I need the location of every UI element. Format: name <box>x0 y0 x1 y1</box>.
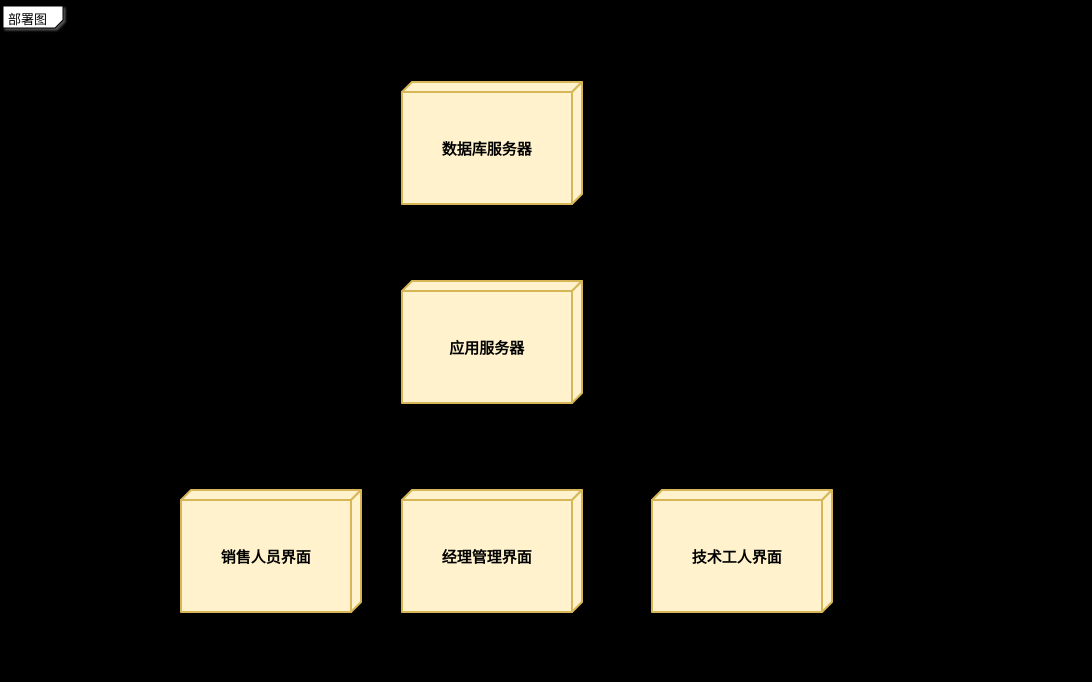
node-app-server[interactable]: 应用服务器 <box>401 280 583 404</box>
node-3d-box-icon <box>401 280 583 404</box>
node-3d-box-icon <box>401 489 583 613</box>
node-database-server[interactable]: 数据库服务器 <box>401 81 583 205</box>
node-sales-ui[interactable]: 销售人员界面 <box>180 489 362 613</box>
diagram-title-label[interactable]: 部署图 <box>2 5 66 31</box>
diagram-title-text: 部署图 <box>8 13 48 28</box>
node-worker-ui[interactable]: 技术工人界面 <box>651 489 833 613</box>
node-3d-box-icon <box>180 489 362 613</box>
node-manager-ui[interactable]: 经理管理界面 <box>401 489 583 613</box>
node-3d-box-icon <box>651 489 833 613</box>
node-3d-box-icon <box>401 81 583 205</box>
title-tab-shape <box>2 5 64 29</box>
